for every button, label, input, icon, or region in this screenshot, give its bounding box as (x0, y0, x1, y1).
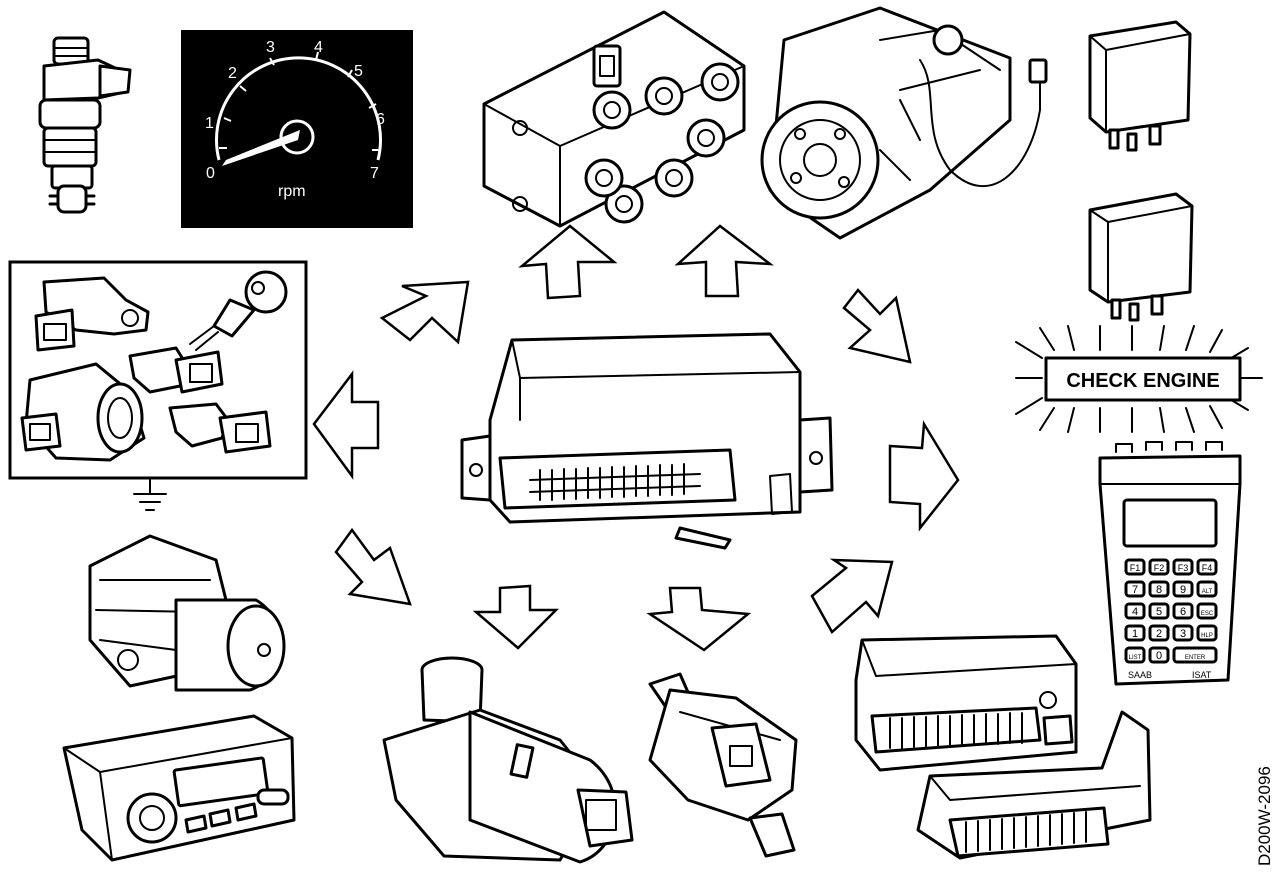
arrow-to-input-sensors (379, 280, 470, 345)
ground-symbol (133, 477, 167, 511)
relay-2 (1088, 192, 1194, 322)
tacho-tick-5: 5 (354, 63, 363, 80)
key-7: 7 (1132, 584, 1138, 596)
diagnostic-tester: F1 F2 F3 F4 7 8 9 ALT 4 5 6 ESC 1 2 3 HL… (1098, 441, 1242, 686)
key-f2: F2 (1154, 563, 1165, 573)
tacho-tick-4: 4 (314, 39, 323, 56)
check-engine-lamp: CHECK ENGINE (1015, 325, 1263, 433)
arrow-to-other-control-units (810, 558, 894, 634)
lamp-rays (1015, 325, 1263, 433)
idle-air-control-valve (382, 656, 634, 864)
tacho-tick-6: 6 (376, 111, 385, 128)
air-mass-meter (20, 362, 146, 462)
check-engine-frame (1044, 356, 1242, 402)
key-8: 8 (1156, 584, 1162, 596)
knock-sensor (189, 270, 288, 351)
tacho-tick-3: 3 (266, 39, 275, 56)
ac-compressor (760, 6, 1048, 240)
key-2: 2 (1156, 628, 1162, 640)
arrow-from-sensors (312, 370, 380, 480)
key-9: 9 (1180, 584, 1186, 596)
intake-air-temp-sensor (168, 402, 272, 454)
tacho-tick-1: 1 (205, 115, 214, 132)
check-engine-label: CHECK ENGINE (1066, 370, 1219, 392)
information-display-unit (62, 714, 296, 862)
key-f4: F4 (1202, 563, 1213, 573)
tester-brand: SAAB (1128, 670, 1152, 680)
key-4: 4 (1132, 606, 1138, 618)
relay-1 (1088, 20, 1192, 152)
coolant-temp-sensor (128, 346, 224, 394)
key-0: 0 (1156, 650, 1162, 662)
key-f3: F3 (1178, 563, 1189, 573)
key-alt: ALT (1202, 589, 1213, 595)
fuel-injector (38, 36, 132, 214)
key-1: 1 (1132, 628, 1138, 640)
figure-code: D200W-2096 (1255, 766, 1274, 866)
key-5: 5 (1156, 606, 1162, 618)
arrow-to-check-engine (888, 420, 960, 532)
tester-keypad: F1 F2 F3 F4 7 8 9 ALT 4 5 6 ESC 1 2 3 HL… (1124, 558, 1218, 664)
tacho-tick-0: 0 (206, 165, 215, 182)
tester-screen (1122, 498, 1218, 548)
tacho-tick-2: 2 (228, 65, 237, 82)
tachometer-panel (181, 30, 413, 228)
tacho-unit: rpm (278, 183, 306, 200)
other-control-unit-2 (916, 710, 1152, 860)
throttle-position-sensor (34, 276, 150, 352)
key-list: LIST (1129, 655, 1142, 661)
key-esc: ESC (1201, 611, 1214, 617)
arrow-to-secondary-air-pump (334, 527, 412, 606)
signal-arrows (312, 224, 960, 652)
tacho-tick-7: 7 (370, 165, 379, 182)
input-sensors-panel (8, 260, 308, 511)
arrow-to-relays (842, 288, 912, 364)
evap-purge-valve (648, 672, 798, 858)
key-enter: ENTER (1185, 655, 1206, 661)
display-lcd (172, 756, 270, 808)
central-ecu (460, 332, 834, 550)
key-3: 3 (1180, 628, 1186, 640)
arrow-to-ac-compressor (674, 224, 775, 298)
other-control-unit-1 (854, 634, 1078, 772)
secondary-air-pump (88, 534, 286, 692)
arrow-to-evap-valve (646, 586, 752, 652)
tacho-hub (279, 119, 315, 155)
tacho-needle (222, 130, 300, 166)
ignition-cassette (482, 10, 746, 228)
arrow-to-ignition-cassette (518, 224, 618, 300)
key-f1: F1 (1130, 563, 1141, 573)
key-help: HLP (1201, 633, 1213, 639)
key-6: 6 (1180, 606, 1186, 618)
tester-model: ISAT (1192, 670, 1212, 680)
tachometer: 0 1 2 3 4 5 6 7 rpm (181, 30, 413, 228)
arrow-to-idle-air-valve (472, 584, 560, 650)
